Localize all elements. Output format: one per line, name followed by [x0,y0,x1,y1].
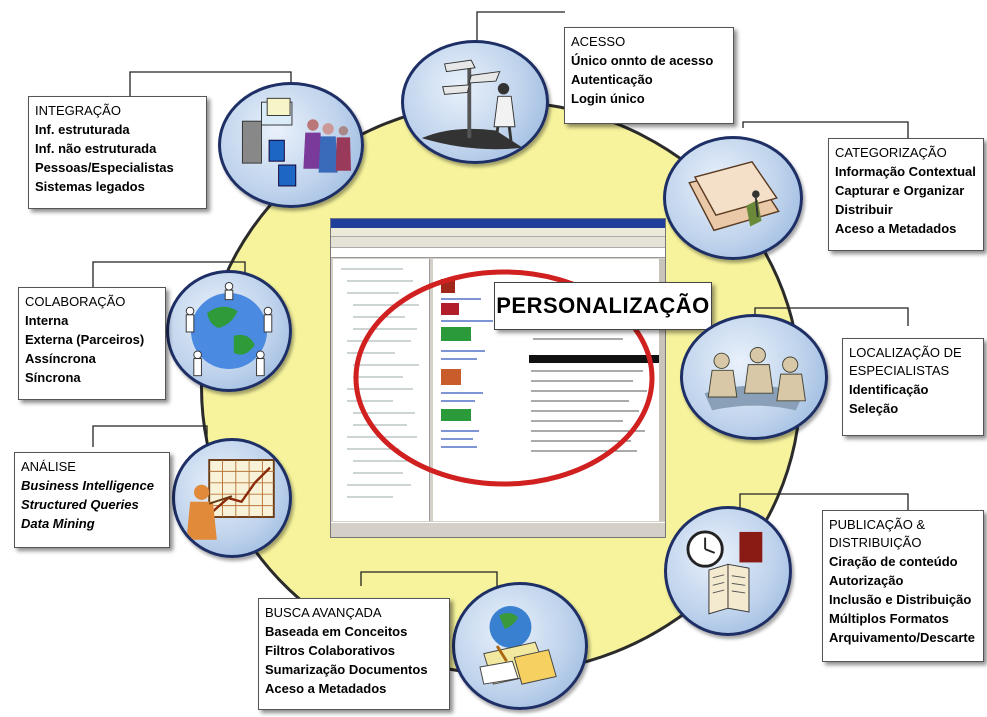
categorizacao-title: CATEGORIZAÇÃO [835,145,947,160]
computers-people-icon [218,82,364,208]
colaboracao-item: Síncrona [25,370,81,385]
colaboracao-item: Assíncrona [25,351,96,366]
screenshot-address-bar [331,248,665,258]
integracao-item: Inf. não estruturada [35,141,157,156]
analise-box: ANÁLISE Business Intelligence Structured… [14,452,170,548]
screenshot-toolbar [331,237,665,248]
localizacao-item: Seleção [849,401,899,416]
colaboracao-item: Externa (Parceiros) [25,332,145,347]
categorizacao-item: Informação Contextual [835,164,976,179]
analise-item: Structured Queries [21,497,139,512]
busca-box: BUSCA AVANÇADA Baseada em Conceitos Filt… [258,598,450,710]
integracao-title: INTEGRAÇÃO [35,103,121,118]
screenshot-title-bar [331,219,665,228]
categorizacao-item: Aceso a Metadados [835,221,957,236]
globe-documents-icon [452,582,588,710]
busca-item: Sumarização Documentos [265,662,428,677]
personalization-ellipse [353,269,655,487]
categorizacao-box: CATEGORIZAÇÃO Informação Contextual Capt… [828,138,984,251]
localizacao-item: Identificação [849,382,929,397]
integracao-item: Inf. estruturada [35,122,130,137]
busca-item: Aceso a Metadados [265,681,387,696]
signpost-icon [401,40,549,164]
colaboracao-box: COLABORAÇÃO Interna Externa (Parceiros) … [18,287,166,400]
busca-title: BUSCA AVANÇADA [265,605,382,620]
meeting-icon [680,314,828,440]
integracao-item: Sistemas legados [35,179,145,194]
colaboracao-title: COLABORAÇÃO [25,294,126,309]
screenshot-menu-bar [331,228,665,237]
colaboracao-item: Interna [25,313,69,328]
acesso-item: Único onnto de acesso [571,53,714,68]
publicacao-item: Inclusão e Distribuição [829,592,972,607]
localizacao-title: LOCALIZAÇÃO DE [849,345,962,360]
folder-icon [663,136,803,260]
globe-people-icon [166,270,292,392]
localizacao-title: ESPECIALISTAS [849,363,950,378]
analise-item: Business Intelligence [21,478,154,493]
personalization-label: PERSONALIZAÇÃO [494,282,712,330]
acesso-item: Login único [571,91,645,106]
integracao-box: INTEGRAÇÃO Inf. estruturada Inf. não est… [28,96,207,209]
analise-item: Data Mining [21,516,95,531]
busca-item: Filtros Colaborativos [265,643,396,658]
localizacao-box: LOCALIZAÇÃO DE ESPECIALISTAS Identificaç… [842,338,984,436]
book-clock-icon [664,506,792,636]
publicacao-item: Ciração de conteúdo [829,554,958,569]
chart-presenter-icon [172,438,292,558]
categorizacao-item: Capturar e Organizar [835,183,965,198]
publicacao-title: DISTRIBUIÇÃO [829,535,922,550]
screenshot-taskbar [331,522,665,537]
publicacao-box: PUBLICAÇÃO & DISTRIBUIÇÃO Ciração de con… [822,510,984,662]
categorizacao-item: Distribuir [835,202,893,217]
screenshot-scrollbar [659,259,665,521]
screenshot-folder-tree [333,259,430,521]
publicacao-title: PUBLICAÇÃO & [829,517,926,532]
publicacao-item: Arquivamento/Descarte [829,630,975,645]
acesso-title: ACESSO [571,34,626,49]
acesso-item: Autenticação [571,72,653,87]
acesso-box: ACESSO Único onnto de acesso Autenticaçã… [564,27,734,124]
analise-title: ANÁLISE [21,459,76,474]
publicacao-item: Autorização [829,573,904,588]
integracao-item: Pessoas/Especialistas [35,160,174,175]
busca-item: Baseada em Conceitos [265,624,408,639]
publicacao-item: Múltiplos Formatos [829,611,949,626]
